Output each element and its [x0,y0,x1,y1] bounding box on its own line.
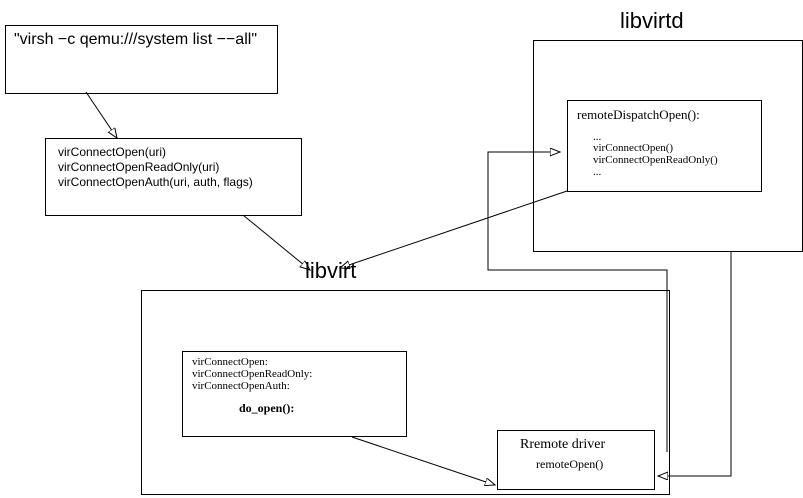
arrow-dispatch-to-libvirt [340,190,568,268]
libvirt-container [141,290,670,495]
remote-driver-title: Rremote driver [520,437,606,452]
libvirt-public-api-box[interactable]: virConnectOpen(uri) virConnectOpenReadOn… [45,138,302,216]
api-line-0: virConnectOpen(uri) [58,145,167,159]
remote-dispatch-line-3: ... [593,166,602,178]
group-label-libvirtd: libvirtd [620,8,684,33]
virsh-command-text: "virsh −c qemu:///system list −−all" [14,31,257,48]
driver-impl-do-open: do_open(): [239,401,295,415]
virsh-command-box[interactable]: "virsh −c qemu:///system list −−all" [5,25,278,94]
wire-remotedriver-to-dispatch [487,152,668,452]
remote-dispatch-open-box[interactable]: remoteDispatchOpen(): ... virConnectOpen… [567,100,762,192]
wire-dispatch-return-to-remotedriver [658,251,732,476]
remote-dispatch-line-0: ... [593,131,602,143]
arrow-driverimpl-to-remotedriver [351,436,495,485]
api-line-1: virConnectOpenReadOnly(uri) [58,160,220,174]
api-line-2: virConnectOpenAuth(uri, auth, flags) [58,175,253,189]
group-label-libvirt: libvirt [305,258,357,283]
driver-impl-line-1: virConnectOpenReadOnly: [192,368,313,380]
remote-dispatch-header: remoteDispatchOpen(): [577,107,700,122]
driver-impl-line-2: virConnectOpenAuth: [192,380,290,392]
libvirt-driver-impl-box[interactable]: virConnectOpen: virConnectOpenReadOnly: … [182,351,407,437]
driver-impl-line-0: virConnectOpen: [192,356,268,368]
remote-driver-box[interactable]: Rremote driver remoteOpen() [497,430,655,490]
remote-dispatch-line-2: virConnectOpenReadOnly() [593,154,718,166]
remote-driver-subtitle: remoteOpen() [536,457,604,471]
arrow-api-to-libvirt [242,214,310,270]
remote-dispatch-line-1: virConnectOpen() [593,142,674,154]
arrow-command-to-api [85,91,117,138]
